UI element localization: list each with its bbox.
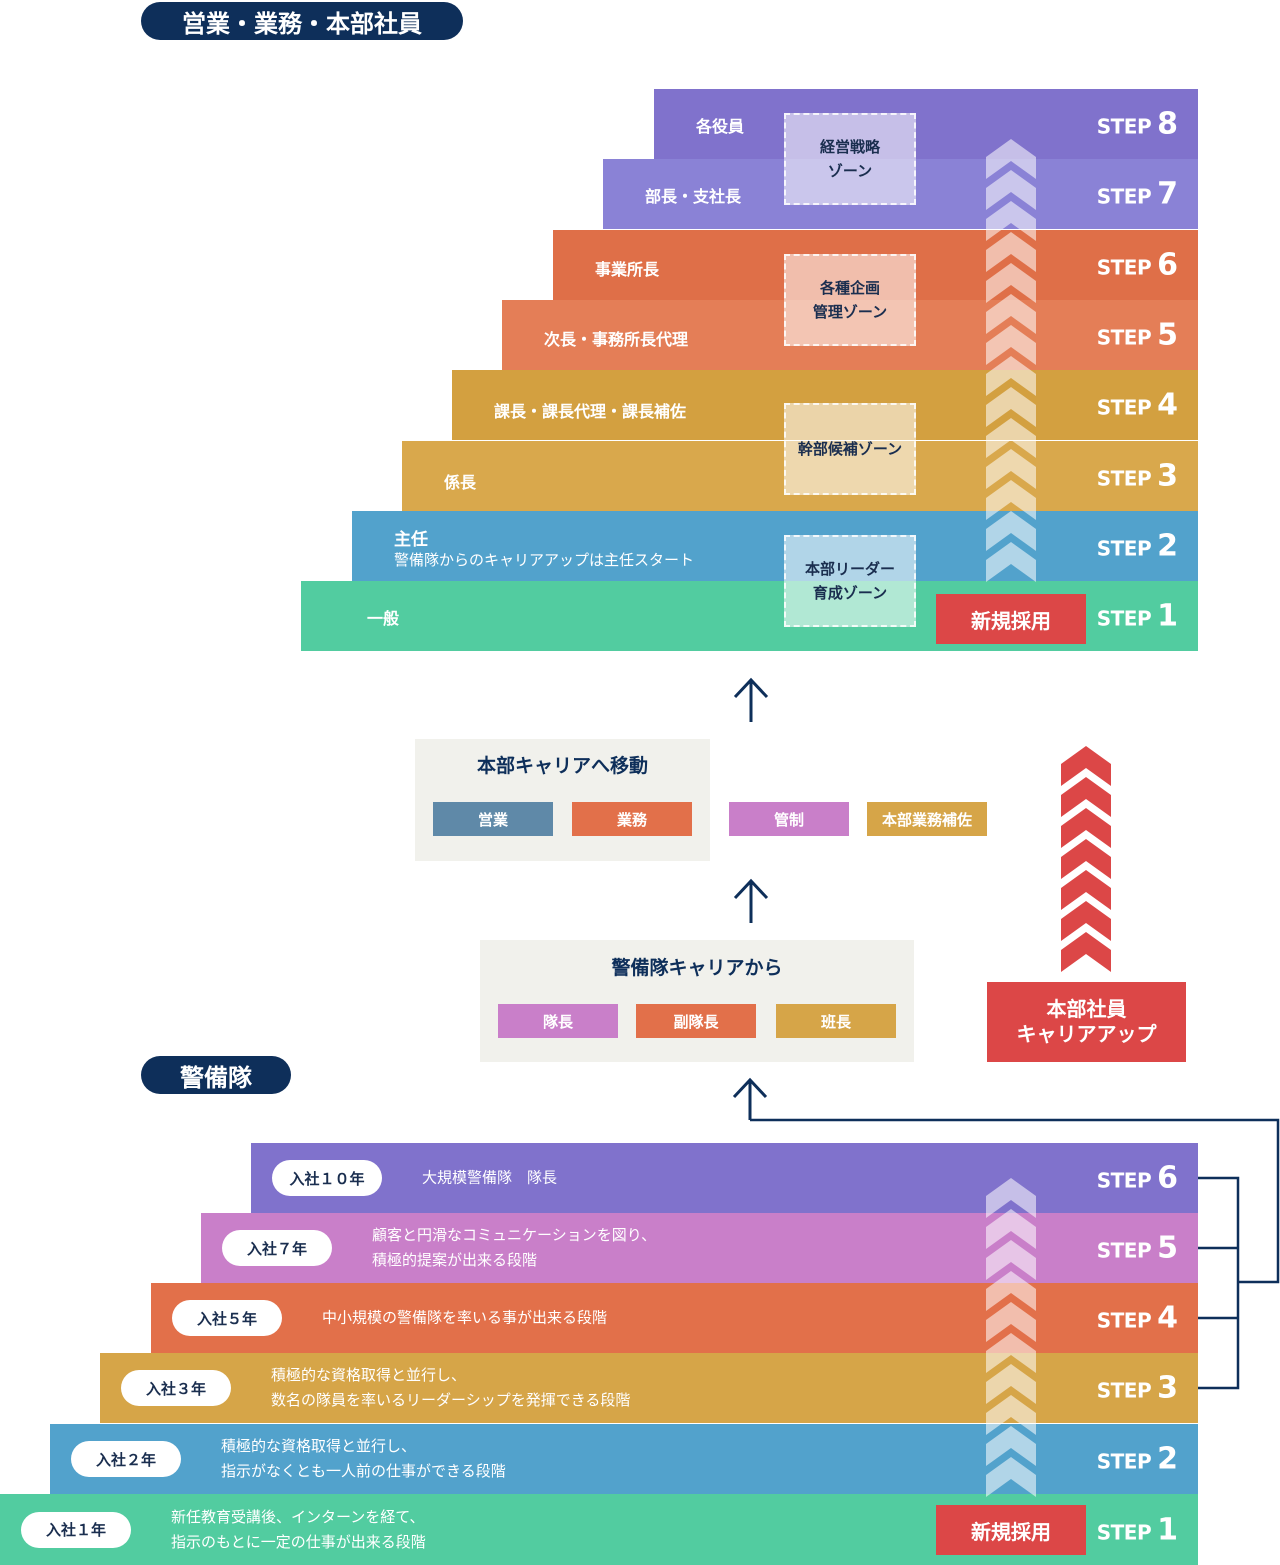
- year-badge: 入社２年: [71, 1441, 181, 1477]
- up-arrow-icon: [733, 878, 769, 923]
- tag-captain: 隊長: [498, 1004, 618, 1038]
- hq-step-role: 主任: [394, 530, 428, 550]
- hq-step-role: 各役員: [696, 117, 745, 136]
- tag-vice-captain: 副隊長: [636, 1004, 756, 1038]
- chevron-mark: [1061, 839, 1111, 879]
- step-description: 積極的な資格取得と並行し、 指示がなくとも一人前の仕事ができる段階: [221, 1437, 506, 1480]
- hq-step-role: 一般: [367, 609, 400, 628]
- chevron-mark: [1061, 746, 1111, 786]
- chevron-mark: [1061, 901, 1111, 941]
- guard-step-5: 入社７年 顧客と円滑なコミュニケーションを図り、 積極的提案が出来る段階 STE…: [201, 1213, 1198, 1283]
- step-description: 新任教育受講後、インターンを経て、 指示のもとに一定の仕事が出来る段階: [171, 1507, 426, 1551]
- chevron-mark: [1061, 777, 1111, 817]
- guard-step-1: 入社１年 新任教育受講後、インターンを経て、 指示のもとに一定の仕事が出来る段階…: [0, 1494, 1198, 1565]
- tag-squad-leader: 班長: [776, 1004, 896, 1038]
- up-arrow-icon: [732, 1077, 768, 1120]
- year-badge: 入社１年: [21, 1511, 131, 1548]
- hq-step-role: 部長・支社長: [645, 187, 742, 206]
- year-badge: 入社７年: [222, 1230, 332, 1266]
- hq-step-sub: 警備隊からのキャリアアップは主任スタート: [394, 551, 695, 569]
- hq-career-up-box: 本部社員 キャリアアップ: [987, 982, 1186, 1062]
- hq-section-title: 営業・業務・本部社員: [141, 2, 463, 40]
- step-description: 顧客と円滑なコミュニケーションを図り、 積極的提案が出来る段階: [372, 1226, 657, 1269]
- guard-step-3: 入社３年 積極的な資格取得と並行し、 数名の隊員を率いるリーダーシップを発揮でき…: [100, 1353, 1198, 1423]
- zone-planning-management: 各種企画 管理ゾーン: [784, 254, 916, 346]
- step-description: 大規模警備隊 隊長: [422, 1168, 558, 1187]
- tag-control: 管制: [729, 802, 849, 836]
- new-hire-badge: 新規採用: [936, 1505, 1086, 1555]
- panel-title: 本部キャリアへ移動: [476, 755, 648, 777]
- connector-line: [750, 1118, 1280, 1390]
- hq-step-role: 係長: [444, 473, 477, 492]
- year-badge: 入社５年: [172, 1300, 282, 1336]
- step-description: 中小規模の警備隊を率いる事が出来る段階: [322, 1308, 608, 1327]
- up-arrow-icon: [733, 677, 769, 722]
- tag-hq-assistant: 本部業務補佐: [867, 802, 987, 836]
- hq-step-role: 次長・事務所長代理: [544, 330, 689, 349]
- chevron-mark: [1061, 870, 1111, 910]
- zone-hq-leader-training: 本部リーダー 育成ゾーン: [784, 535, 916, 627]
- hq-step-role: 課長・課長代理・課長補佐: [494, 402, 687, 421]
- hq-career-move-panel: 本部キャリアへ移動: [415, 739, 710, 861]
- zone-management-strategy: 経営戦略 ゾーン: [784, 113, 916, 205]
- career-up-chevron-arrow: [1061, 746, 1111, 972]
- tag-operations: 業務: [572, 802, 692, 836]
- year-badge: 入社３年: [121, 1370, 231, 1406]
- guard-career-panel: 警備隊キャリアから: [480, 940, 914, 1062]
- hq-step-role: 事業所長: [595, 260, 660, 279]
- step-description: 積極的な資格取得と並行し、 数名の隊員を率いるリーダーシップを発揮できる段階: [271, 1366, 631, 1409]
- chevron-mark: [1061, 932, 1111, 972]
- panel-title: 警備隊キャリアから: [611, 957, 783, 979]
- tag-sales: 営業: [433, 802, 553, 836]
- guard-step-2: 入社２年 積極的な資格取得と並行し、 指示がなくとも一人前の仕事ができる段階 S…: [50, 1424, 1198, 1494]
- chevron-mark: [1061, 808, 1111, 848]
- zone-executive-candidate: 幹部候補ゾーン: [784, 403, 916, 495]
- guard-section-title: 警備隊: [141, 1056, 291, 1094]
- year-badge: 入社１０年: [272, 1160, 382, 1196]
- new-hire-badge: 新規採用: [936, 594, 1086, 644]
